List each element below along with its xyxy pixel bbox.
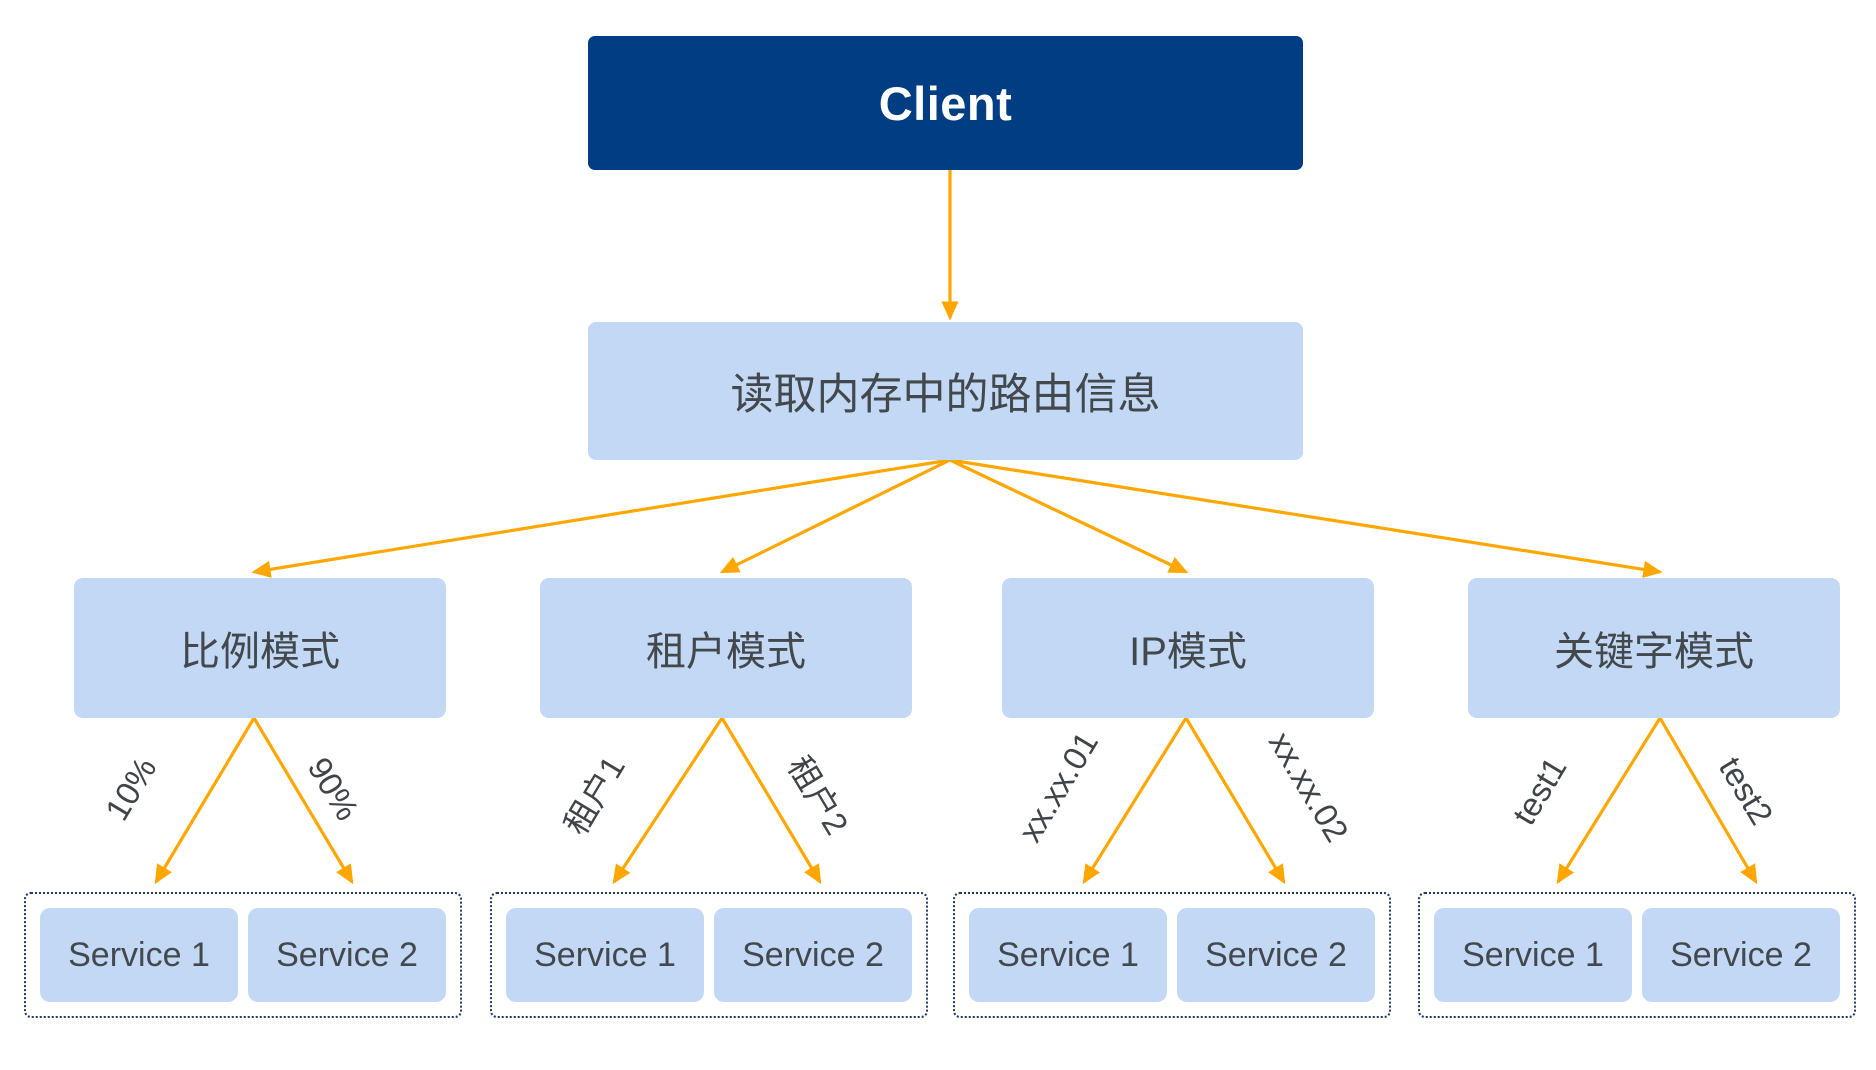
service-group-tenant: Service 1 Service 2 bbox=[490, 892, 928, 1018]
service-box[interactable]: Service 2 bbox=[248, 908, 446, 1002]
service-box[interactable]: Service 1 bbox=[969, 908, 1167, 1002]
service-group-keyword: Service 1 Service 2 bbox=[1418, 892, 1856, 1018]
edge-mode-2-to-service-1 bbox=[612, 717, 724, 885]
service-box-label: Service 1 bbox=[1462, 935, 1604, 974]
service-box[interactable]: Service 2 bbox=[1642, 908, 1840, 1002]
edge-mode-1-to-service-1 bbox=[154, 717, 256, 885]
mode-node-label: IP模式 bbox=[1129, 630, 1247, 674]
routing-info-node[interactable]: 读取内存中的路由信息 bbox=[588, 322, 1303, 460]
service-box[interactable]: Service 1 bbox=[40, 908, 238, 1002]
service-box[interactable]: Service 1 bbox=[1434, 908, 1632, 1002]
edge-mode-4-to-service-2 bbox=[1658, 717, 1758, 885]
client-node[interactable]: Client bbox=[588, 36, 1303, 170]
service-box-label: Service 2 bbox=[276, 935, 418, 974]
edge-routing-to-mode-4 bbox=[949, 458, 1663, 578]
service-box[interactable]: Service 2 bbox=[714, 908, 912, 1002]
service-group-ip: Service 1 Service 2 bbox=[953, 892, 1391, 1018]
mode-node-ip[interactable]: IP模式 bbox=[1002, 578, 1374, 718]
mode-node-label: 比例模式 bbox=[180, 630, 340, 674]
edge-mode-3-to-service-2 bbox=[1184, 717, 1286, 885]
mode-node-label: 租户模式 bbox=[646, 630, 806, 674]
client-node-label: Client bbox=[878, 76, 1013, 130]
edge-mode-4-to-service-1 bbox=[1556, 717, 1662, 885]
service-box-label: Service 1 bbox=[68, 935, 210, 974]
edge-mode-1-to-service-2 bbox=[252, 717, 354, 885]
service-box-label: Service 1 bbox=[534, 935, 676, 974]
mode-node-tenant[interactable]: 租户模式 bbox=[540, 578, 912, 718]
edge-routing-to-mode-3 bbox=[949, 458, 1189, 574]
service-group-proportion: Service 1 Service 2 bbox=[24, 892, 462, 1018]
edge-routing-to-mode-1 bbox=[251, 458, 951, 578]
service-box[interactable]: Service 1 bbox=[506, 908, 704, 1002]
mode-node-label: 关键字模式 bbox=[1554, 630, 1754, 674]
service-box-label: Service 2 bbox=[742, 935, 884, 974]
edge-mode-2-to-service-2 bbox=[720, 717, 822, 885]
routing-info-node-label: 读取内存中的路由信息 bbox=[730, 371, 1161, 419]
service-box-label: Service 2 bbox=[1670, 935, 1812, 974]
service-box[interactable]: Service 2 bbox=[1177, 908, 1375, 1002]
service-box-label: Service 1 bbox=[997, 935, 1139, 974]
edge-routing-to-mode-2 bbox=[719, 458, 951, 574]
mode-node-keyword[interactable]: 关键字模式 bbox=[1468, 578, 1840, 718]
service-box-label: Service 2 bbox=[1205, 935, 1347, 974]
edge-mode-3-to-service-1 bbox=[1082, 717, 1188, 885]
mode-node-proportion[interactable]: 比例模式 bbox=[74, 578, 446, 718]
